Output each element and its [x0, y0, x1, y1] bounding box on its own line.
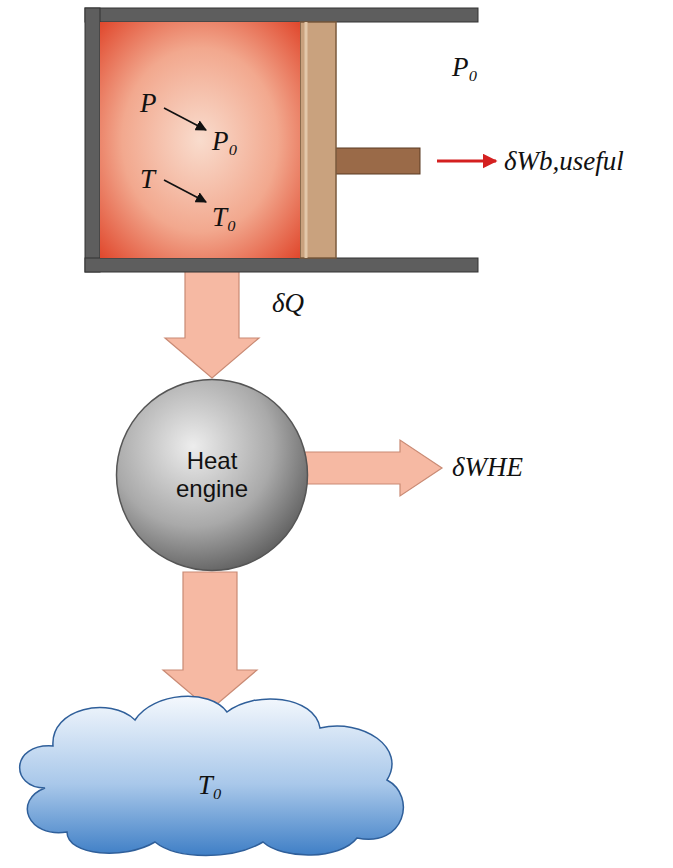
state-arrow — [164, 108, 206, 130]
cylinder-top-wall — [85, 8, 478, 22]
heat-engine-circle: Heat engine — [115, 378, 309, 572]
gas-chamber: P P₀ T T₀ — [100, 22, 300, 258]
state-arrow — [164, 180, 206, 202]
state-symbol: P₀ — [212, 126, 238, 156]
state-symbol: P — [140, 88, 157, 118]
work-arrow — [437, 160, 496, 163]
heat-flow-arrow — [165, 258, 259, 378]
cylinder-left-wall — [85, 8, 100, 272]
heat-label: δQ — [272, 288, 304, 318]
work-label: δWHE — [452, 452, 523, 482]
reservoir-cloud: T₀ — [5, 688, 415, 863]
cylinder-bottom-wall — [85, 258, 478, 272]
state-arrows — [100, 22, 300, 258]
piston — [300, 22, 336, 258]
pressure-label: P₀ — [452, 52, 478, 82]
heat-flow-arrow — [163, 572, 257, 710]
reservoir-label: T₀ — [198, 770, 222, 800]
work-label: δWb,useful — [504, 146, 624, 176]
piston-rod — [335, 148, 420, 174]
work-output-arrow — [305, 440, 442, 496]
state-symbol: T₀ — [212, 202, 236, 232]
piston-highlight — [305, 22, 308, 258]
engine-label: Heat engine — [157, 447, 267, 503]
state-symbol: T — [140, 164, 155, 194]
